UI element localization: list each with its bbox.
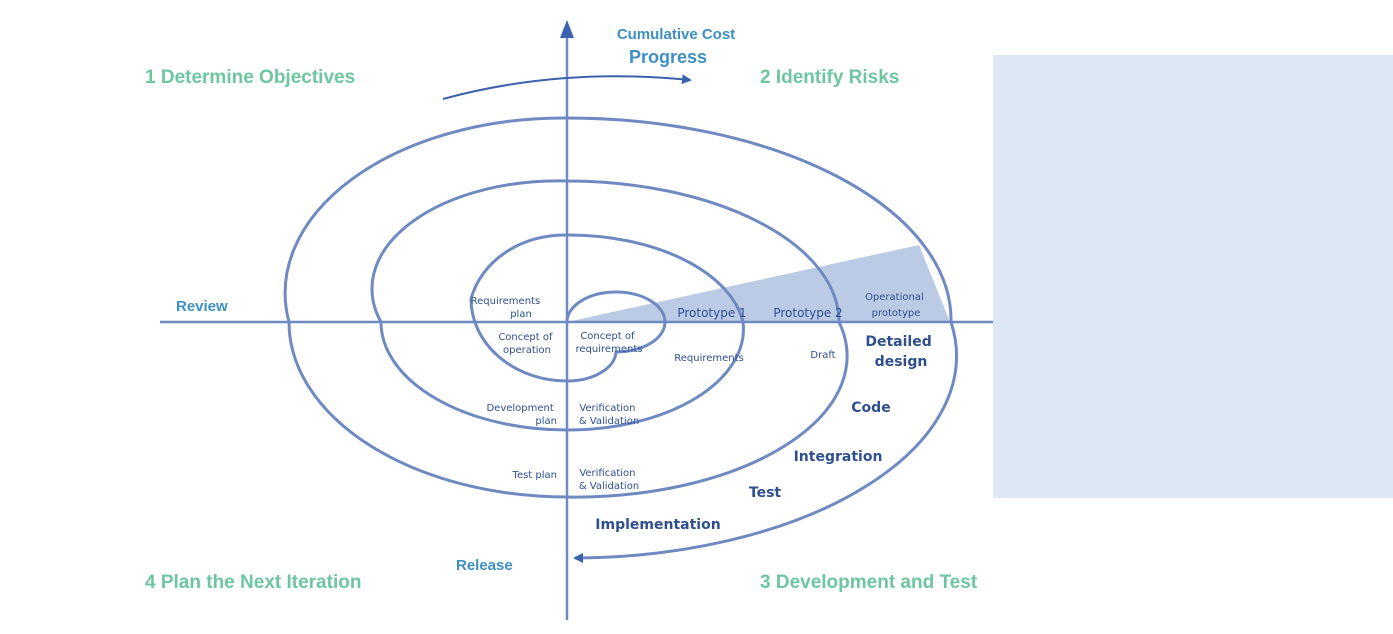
- concept-of-operation-label: Concept of operation: [498, 332, 555, 356]
- concept-of-requirements-label: Concept of requirements: [576, 331, 643, 355]
- implementation-label: Implementation: [595, 517, 720, 533]
- spiral-ring-2: [469, 233, 745, 432]
- quadrant-2-title: 2 Identify Risks: [760, 67, 899, 88]
- verification-validation-1-label: Verification & Validation: [579, 403, 639, 427]
- review-label: Review: [176, 298, 228, 315]
- progress-arrow: [442, 74, 692, 100]
- development-plan-label: Development plan: [486, 403, 557, 427]
- quadrant-4-title: 4 Plan the Next Iteration: [145, 572, 361, 593]
- spiral-ring-3: [370, 179, 849, 499]
- cumulative-cost-label: Cumulative Cost: [617, 26, 735, 43]
- verification-validation-2-label: Verification & Validation: [579, 468, 639, 492]
- quadrant-3-title: 3 Development and Test: [760, 572, 978, 593]
- requirements-label: Requirements: [674, 353, 744, 364]
- vertical-axis-arrowhead: [560, 20, 574, 38]
- spiral-ring-inner: [565, 290, 667, 383]
- prototype-1-label: Prototype 1: [677, 306, 746, 320]
- progress-label: Progress: [629, 47, 707, 67]
- quadrant-1-title: 1 Determine Objectives: [145, 67, 355, 88]
- draft-label: Draft: [810, 350, 835, 361]
- test-label: Test: [749, 485, 782, 501]
- code-label: Code: [851, 400, 890, 416]
- prototype-2-label: Prototype 2: [773, 306, 842, 320]
- operational-prototype-label: Operational prototype: [865, 292, 927, 319]
- spiral-ring-4: [283, 116, 958, 563]
- prototype-wedge: [567, 245, 950, 322]
- test-plan-label: Test plan: [512, 470, 557, 481]
- release-label: Release: [456, 557, 513, 574]
- detailed-design-label: Detailed design: [865, 334, 936, 370]
- integration-label: Integration: [794, 449, 883, 465]
- side-panel: [993, 55, 1393, 498]
- requirements-plan-label: Requirements plan: [471, 296, 544, 320]
